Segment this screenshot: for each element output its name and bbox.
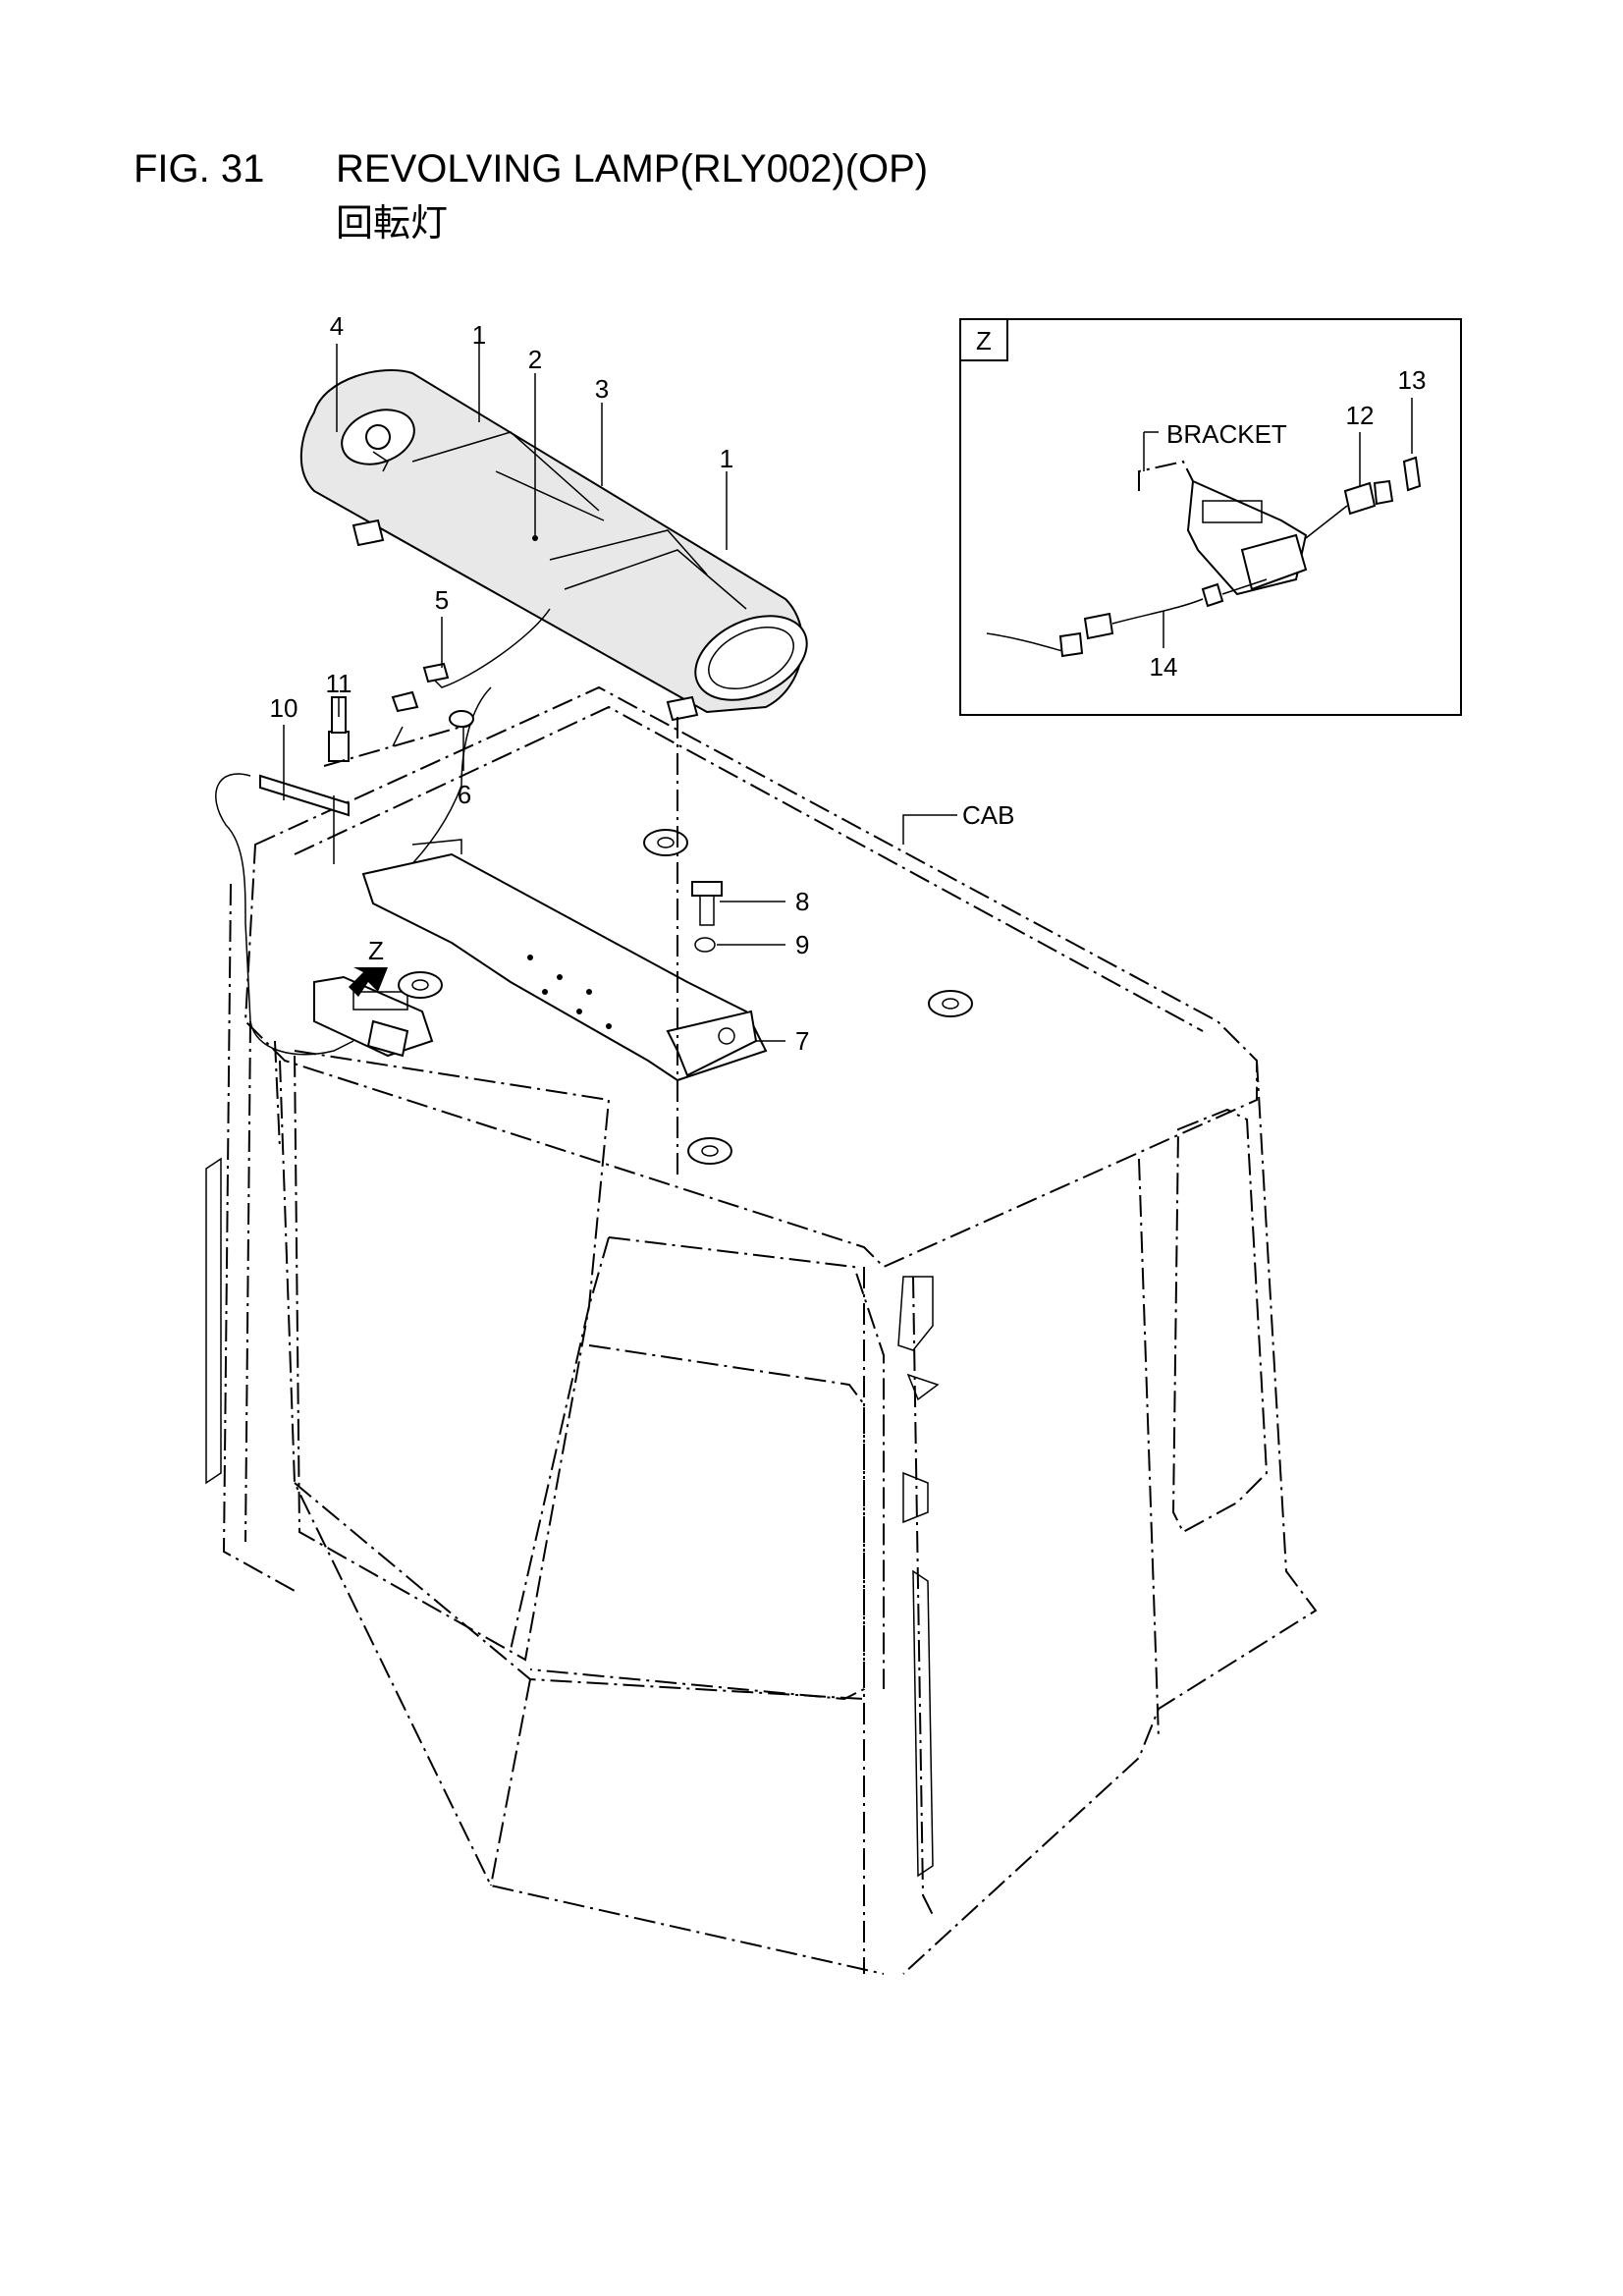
- cab-outline: [205, 685, 1318, 1975]
- callout-8: 8: [795, 887, 809, 916]
- callout-3: 3: [595, 374, 609, 404]
- figure-subtitle: 回転灯: [336, 201, 449, 245]
- cab-label: CAB: [962, 800, 1014, 830]
- spacers-and-washers: [398, 710, 973, 1165]
- callout-14: 14: [1150, 652, 1178, 682]
- callout-1-second: 1: [720, 444, 733, 473]
- figure-number: FIG. 31: [134, 147, 265, 191]
- callout-9: 9: [795, 930, 809, 959]
- figure-title: REVOLVING LAMP(RLY002)(OP): [336, 147, 929, 191]
- callout-10: 10: [270, 693, 298, 723]
- callout-11: 11: [326, 669, 352, 698]
- callout-4: 4: [330, 311, 344, 341]
- callout-1: 1: [472, 320, 486, 350]
- z-view-bracket: [313, 975, 434, 1058]
- detail-view-z: Z BRACKET 12 13 14: [959, 318, 1462, 716]
- callout-13: 13: [1398, 365, 1427, 395]
- revolving-lamp-assembly: [299, 369, 808, 875]
- view-z-arrow-label: Z: [368, 936, 384, 965]
- fastener-centerline: [323, 726, 462, 767]
- detail-bracket-label: BRACKET: [1166, 419, 1287, 449]
- callout-7: 7: [795, 1026, 809, 1056]
- callout-5: 5: [435, 585, 449, 615]
- callout-leaders: [283, 344, 957, 1042]
- callout-12: 12: [1346, 401, 1375, 430]
- callout-2: 2: [528, 345, 542, 374]
- view-z-arrow: Z: [349, 936, 388, 997]
- callout-6: 6: [458, 780, 471, 809]
- detail-view-tag: Z: [976, 326, 992, 355]
